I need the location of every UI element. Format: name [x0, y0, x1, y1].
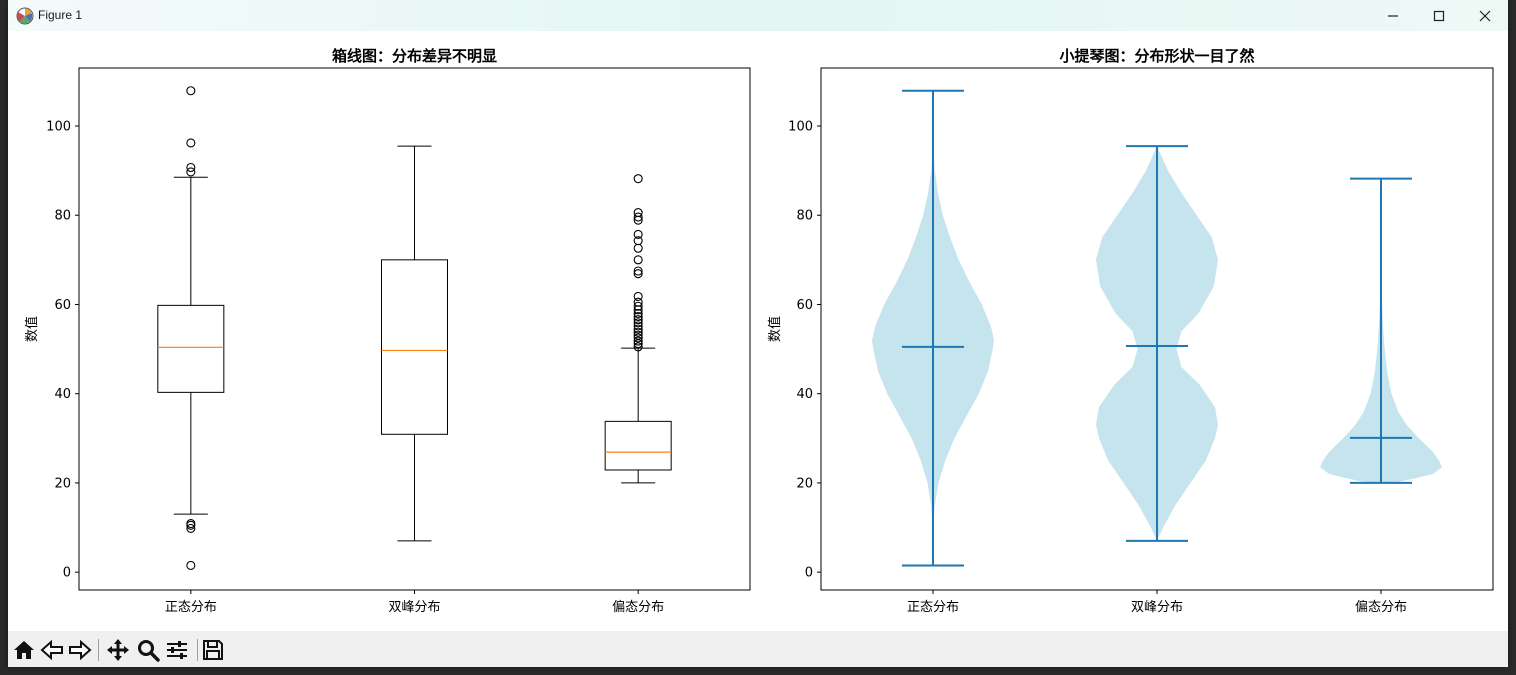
y-tick-label: 100	[788, 120, 813, 135]
y-tick-label: 100	[46, 120, 71, 135]
boxplot-axes: 0 20 40 60 80 100 正态分布 双峰分布 偏态分布 箱线图：分布差异不明显 数值	[24, 47, 751, 615]
violin-x-ticks: 正态分布 双峰分布 偏态分布	[907, 590, 1407, 615]
outlier-point	[633, 324, 643, 334]
x-tick-label: 偏态分布	[612, 600, 664, 615]
box	[381, 259, 448, 435]
navigation-toolbar	[8, 631, 1508, 667]
home-button[interactable]	[11, 637, 37, 663]
y-tick-label: 20	[796, 476, 813, 491]
violin-y-label: 数值	[767, 316, 783, 342]
outlier-point	[633, 330, 643, 340]
outlier-point	[633, 269, 643, 279]
boxplot-x-ticks: 正态分布 双峰分布 偏态分布	[165, 590, 664, 615]
outlier-point	[633, 291, 643, 301]
outlier-point	[633, 333, 643, 343]
outlier-point	[186, 138, 196, 148]
x-tick-label: 正态分布	[165, 600, 217, 615]
forward-arrow-icon	[69, 639, 92, 661]
y-tick-label: 80	[54, 209, 71, 224]
outlier-point	[633, 315, 643, 325]
title-bar[interactable]: Figure 1	[8, 0, 1508, 31]
y-tick-label: 0	[805, 566, 813, 581]
y-tick-label: 0	[63, 566, 71, 581]
outlier-point	[186, 86, 196, 96]
outlier-point	[186, 167, 196, 177]
outlier-point	[633, 311, 643, 322]
outlier-point	[633, 327, 643, 337]
toolbar-separator	[197, 639, 198, 661]
violin-y-ticks: 0 20 40 60 80 100	[788, 120, 821, 581]
boxplot-y-label: 数值	[24, 316, 40, 342]
violin-title: 小提琴图：分布形状一目了然	[1059, 47, 1254, 65]
close-icon	[1479, 10, 1491, 21]
outlier-point	[633, 342, 643, 352]
y-tick-label: 40	[796, 387, 813, 402]
configure-subplots-icon	[167, 641, 187, 659]
outlier-point	[633, 255, 643, 265]
outlier-point	[186, 523, 196, 533]
pan-button[interactable]	[105, 637, 131, 663]
outlier-point	[633, 318, 643, 328]
violin-axes: 020406080100 正态分布双峰分布偏态分布 小提琴图：分布形状一目了然 …	[767, 47, 1494, 615]
y-tick-label: 40	[54, 387, 71, 402]
outlier-point	[633, 208, 643, 218]
outlier-point	[633, 243, 643, 253]
y-tick-label: 80	[796, 209, 813, 224]
outlier-point	[633, 301, 643, 311]
configure-subplots-button[interactable]	[164, 637, 190, 663]
outlier-point	[633, 229, 643, 239]
x-tick-label: 正态分布	[907, 600, 959, 615]
boxplot-marks	[157, 86, 672, 571]
minimize-icon	[1388, 14, 1398, 17]
back-arrow-icon	[40, 639, 63, 661]
zoom-button[interactable]	[135, 637, 161, 663]
chart-figure: 0 20 40 60 80 100 正态分布 双峰分布 偏态分布 箱线图：分布差异不明显 数值…	[24, 47, 1494, 615]
outlier-point	[633, 174, 643, 184]
outlier-point	[633, 336, 643, 346]
figure-window: Figure 1 0 20 40 60 80 100 正态分布 双峰分布 偏态分布 箱线图：分…	[8, 0, 1508, 667]
x-tick-label: 偏态分布	[1355, 600, 1407, 615]
y-tick-label: 20	[54, 476, 71, 491]
home-icon	[14, 641, 34, 659]
boxplot-title: 箱线图：分布差异不明显	[332, 47, 497, 65]
outlier-point	[633, 297, 643, 307]
save-button[interactable]	[200, 637, 226, 663]
back-button[interactable]	[39, 637, 65, 663]
save-icon	[203, 640, 223, 660]
maximize-icon	[1433, 10, 1445, 21]
matplotlib-logo-icon	[16, 7, 34, 25]
x-tick-label: 双峰分布	[388, 600, 440, 615]
x-tick-label: 双峰分布	[1131, 600, 1183, 615]
box	[604, 420, 672, 471]
outlier-point	[186, 518, 196, 529]
outlier-point	[186, 560, 196, 571]
violin-marks	[872, 89, 1442, 567]
figure-canvas[interactable]: 0 20 40 60 80 100 正态分布 双峰分布 偏态分布 箱线图：分布差异不明显 数值…	[8, 31, 1508, 629]
pan-icon	[107, 639, 129, 661]
maximize-button[interactable]	[1416, 0, 1462, 31]
outlier-point	[633, 236, 643, 246]
boxplot-y-ticks: 0 20 40 60 80 100	[46, 120, 79, 581]
outlier-point	[633, 212, 643, 222]
y-tick-label: 60	[54, 298, 71, 313]
toolbar-separator	[98, 639, 99, 661]
box	[157, 304, 225, 393]
close-button[interactable]	[1462, 0, 1508, 31]
minimize-button[interactable]	[1370, 0, 1416, 31]
outlier-point	[633, 308, 643, 318]
outlier-point	[633, 321, 643, 331]
outlier-point	[633, 266, 643, 276]
window-title: Figure 1	[38, 8, 83, 22]
outlier-point	[186, 162, 196, 173]
zoom-icon	[138, 640, 160, 662]
forward-button[interactable]	[67, 637, 93, 663]
y-tick-label: 60	[796, 298, 813, 313]
